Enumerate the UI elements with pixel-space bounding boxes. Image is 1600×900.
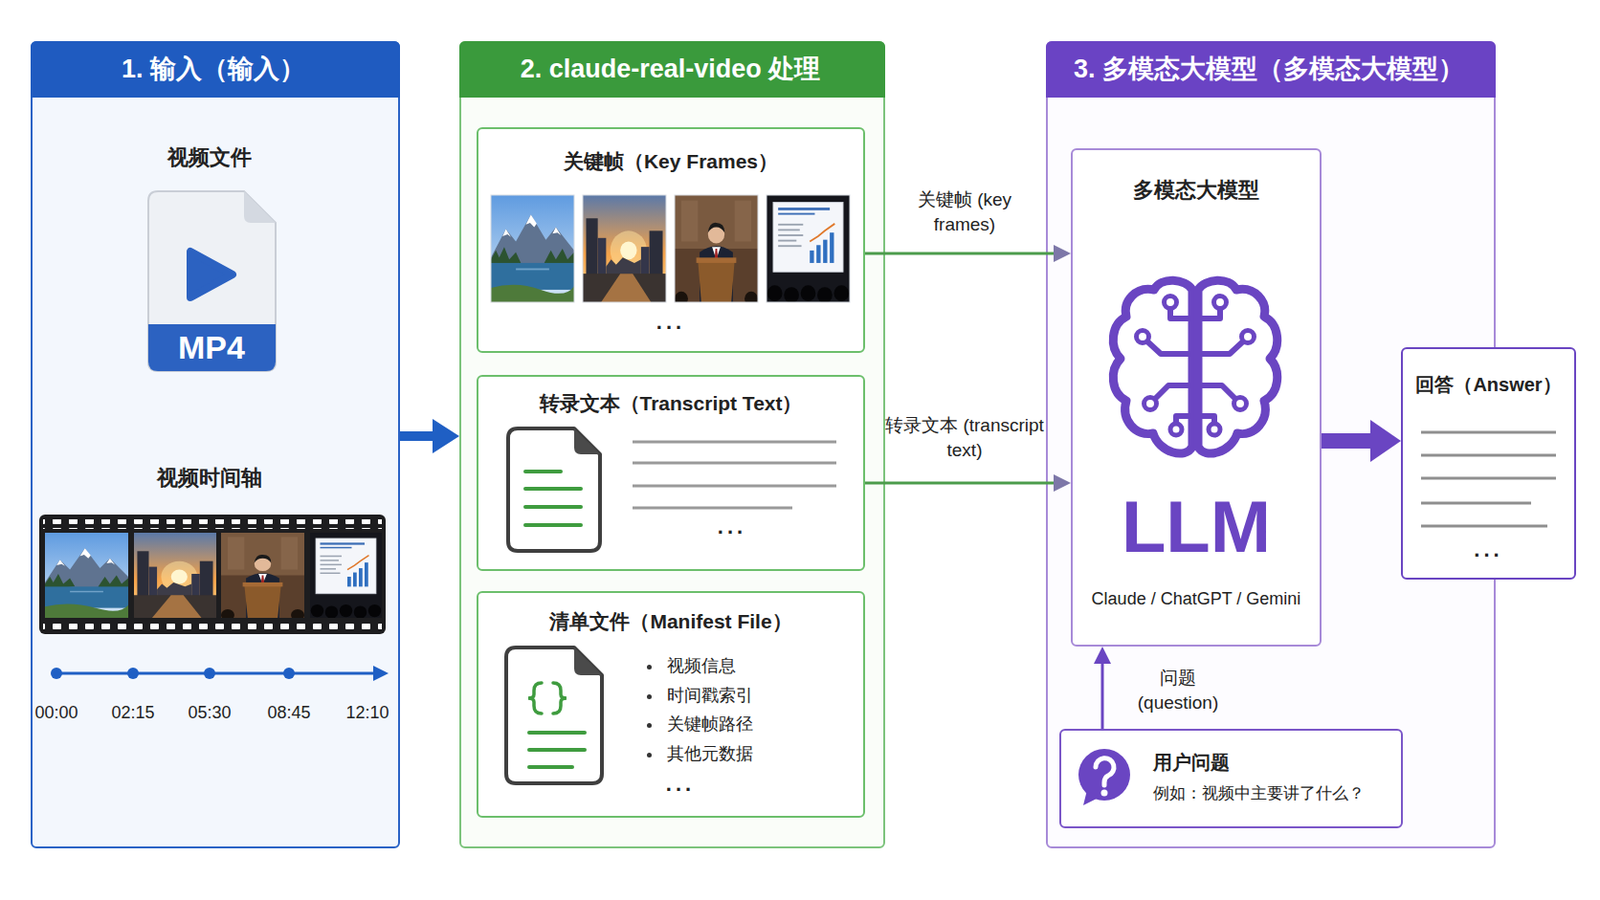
header-band: 1. 输入（输入） <box>30 41 400 98</box>
question-icon <box>1078 749 1131 806</box>
ellipsis: ... <box>1402 536 1575 565</box>
keyframes-box: 关键帧（Key Frames）... <box>476 127 866 354</box>
box-title: 清单文件（Manifest File） <box>478 608 864 635</box>
connector-line <box>865 252 1058 256</box>
connector-line <box>1101 660 1105 730</box>
transcript-text-lines <box>632 442 837 509</box>
connector-line <box>1321 433 1377 449</box>
bullet-item: 视频信息 <box>666 655 849 678</box>
ellipsis: ... <box>478 309 864 337</box>
data-arrow <box>865 474 1071 492</box>
box-title: 转录文本（Transcript Text） <box>478 390 864 417</box>
edge-label: 转录文本 (transcript text) <box>878 413 1051 463</box>
processing-panel: 2. claude-real-video 处理关键帧（Key Frames）..… <box>459 41 886 849</box>
bullet-dot <box>646 753 652 758</box>
arrow-head <box>1370 420 1401 463</box>
timestamp: 05:30 <box>176 702 244 725</box>
section-heading: 视频文件 <box>113 144 306 173</box>
brain-icon <box>1112 280 1277 454</box>
arrow-head <box>1053 474 1071 492</box>
timestamp: 02:15 <box>99 702 167 725</box>
arrow-head <box>432 419 460 454</box>
answer-text-lines <box>1421 432 1556 527</box>
timeline-axis <box>50 666 389 682</box>
example-question: 例如：视频中主要讲了什么？ <box>1153 783 1400 805</box>
transcript-box: 转录文本（Transcript Text）... <box>476 375 866 572</box>
llm-box: 多模态大模型 LLM Claude / ChatGPT / Gemini <box>1070 148 1322 647</box>
box-title: 用户问题 <box>1153 750 1364 776</box>
section-heading: 视频时间轴 <box>113 465 306 493</box>
box-title: 多模态大模型 <box>1072 177 1320 205</box>
data-arrow <box>865 244 1071 263</box>
panel-title: 3. 多模态大模型（多模态大模型） <box>1045 52 1492 87</box>
bullet-dot <box>646 665 652 670</box>
bullet-dot <box>646 723 652 729</box>
file-type-label: MP4 <box>149 328 274 368</box>
bullet-item: 其他元数据 <box>666 743 849 766</box>
timestamp: 12:10 <box>333 702 401 725</box>
question-arrow <box>1093 646 1112 730</box>
panel-title: 1. 输入（输入） <box>30 52 397 87</box>
edge-label: 关键帧 (key frames) <box>892 187 1037 237</box>
bullet-dot <box>646 694 652 700</box>
llm-wordmark: LLM <box>1072 490 1320 564</box>
user-question-box: 用户问题例如：视频中主要讲了什么？ <box>1059 729 1403 829</box>
bullet-item: 关键帧路径 <box>666 713 849 736</box>
timestamp: 08:45 <box>255 702 323 725</box>
ellipsis: ... <box>693 513 771 542</box>
arrow-head <box>1093 646 1112 665</box>
manifest-box: 清单文件（Manifest File） 视频信息时间戳索引关键帧路径其他元数据..… <box>476 591 866 819</box>
edge-label: 问题 (question) <box>1125 666 1231 715</box>
input-panel: 1. 输入（输入） <box>30 41 400 849</box>
timestamp: 00:00 <box>22 702 90 725</box>
header-band: 2. claude-real-video 处理 <box>459 41 886 98</box>
flow-arrow <box>400 419 460 454</box>
answer-arrow <box>1321 420 1401 463</box>
model-names: Claude / ChatGPT / Gemini <box>1072 588 1320 611</box>
connector-line <box>400 431 439 442</box>
box-title: 回答（Answer） <box>1402 372 1575 398</box>
bullet-item: 时间戳索引 <box>666 685 849 708</box>
video-file-icon <box>148 191 276 372</box>
transcript-doc-icon <box>508 428 600 552</box>
box-title: 关键帧（Key Frames） <box>478 148 864 175</box>
connector-line <box>865 482 1058 486</box>
arrow-head <box>1053 244 1071 263</box>
key-frame-thumbnails <box>490 195 850 307</box>
ellipsis: ... <box>642 771 719 800</box>
answer-box: 回答（Answer）... <box>1400 347 1577 580</box>
header-band: 3. 多模态大模型（多模态大模型） <box>1045 41 1496 98</box>
manifest-json-icon <box>506 647 602 784</box>
panel-title: 2. claude-real-video 处理 <box>459 52 882 87</box>
film-strip <box>39 514 386 635</box>
